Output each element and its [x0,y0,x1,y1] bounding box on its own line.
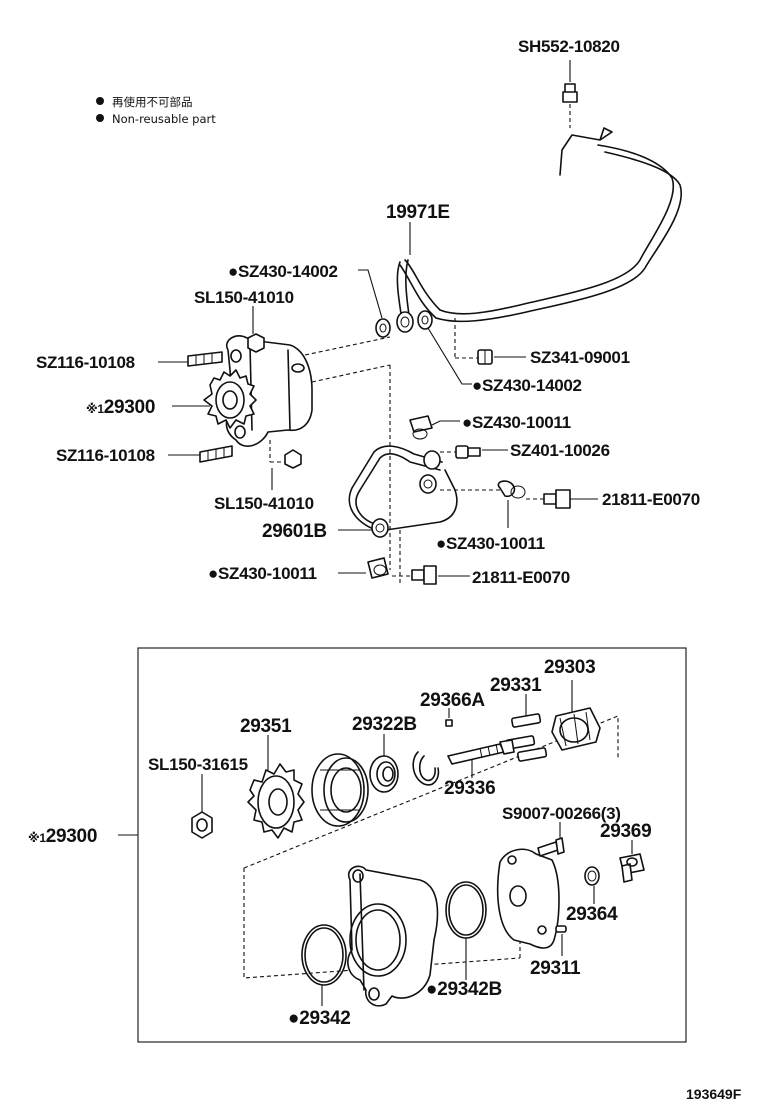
label-sz401-10026: SZ401-10026 [510,441,610,460]
nut-bottom-drawing [269,440,302,469]
label-sz116-10108-bottom: SZ116-10108 [56,446,155,465]
label-sz430-14002-left: ●SZ430-14002 [228,262,338,281]
gasket-pair-drawing [375,310,433,338]
label-29369: 29369 [600,821,651,842]
label-sz430-10011-top: ●SZ430-10011 [462,413,571,432]
label-19971e: 19971E [386,202,450,223]
stud-top-drawing [187,351,223,367]
leader-line [431,420,460,426]
label-sz341-09001: SZ341-09001 [530,348,630,367]
legend: 再使用不可部品 Non-reusable part [96,95,216,126]
pump-housing-drawing [347,865,439,1007]
pin-29366a-drawing [445,719,453,727]
label-sl150-31615: SL150-31615 [148,755,248,774]
gear-29351-drawing [247,763,305,839]
bearing-29322b-drawing [369,755,399,793]
cover-plate-drawing [496,848,560,949]
shaft-29336-drawing [447,739,515,765]
screw-s9007-drawing [537,837,565,857]
valve-29369-drawing [619,853,645,883]
label-29601b: 29601B [262,521,327,542]
label-sz116-10108-top: SZ116-10108 [36,353,135,372]
label-sh552-10820: SH552-10820 [518,37,620,56]
label-21811-e0070-bottom: 21811-E0070 [472,568,570,587]
pin-29311-drawing [555,925,567,933]
label-29342: ●29342 [288,1008,351,1029]
clip-gaskets-drawing [367,415,526,579]
label-29336: 29336 [444,778,495,799]
label-29322b: 29322B [352,714,417,735]
non-reusable-dot-icon [96,114,104,122]
hose-29601b-drawing [348,445,458,538]
bolt-21811-bottom-drawing [392,530,437,585]
coupling-drawing [311,753,369,827]
label-s9007-00266: S9007-00266(3) [502,804,621,823]
label-29300-top: ※129300 [86,397,155,418]
vanes-29331-drawing [505,713,548,762]
label-29342b: ●29342B [426,979,502,1000]
bolt-sh552-drawing [562,83,578,128]
oring-29342-drawing [301,924,347,986]
label-29300-assy: ※129300 [28,826,97,847]
legend-japanese: 再使用不可部品 [112,95,193,109]
label-sz430-10011-mid: ●SZ430-10011 [436,534,545,553]
nut-sl150-31615-drawing [191,811,213,839]
bolt-sz401-drawing [440,445,481,459]
bolt-21811-right-drawing [526,489,571,509]
non-reusable-dot-icon [96,97,104,105]
oring-29342b-drawing [445,881,487,939]
label-29366a: 29366A [420,690,485,711]
stud-bottom-drawing [199,445,233,463]
part-labels: SH552-10820 19971E ●SZ430-14002 SL150-41… [28,37,700,1029]
label-21811-e0070-right: 21811-E0070 [602,490,700,509]
figure-id: 193649F [686,1086,742,1102]
label-29311: 29311 [530,958,581,979]
washer-29364-drawing [584,866,600,886]
label-sz430-10011-left: ●SZ430-10011 [208,564,317,583]
label-29351: 29351 [240,716,292,737]
label-29364: 29364 [566,904,618,925]
snap-ring-drawing [412,751,440,786]
leader-line [358,269,383,319]
label-sl150-41010-top: SL150-41010 [194,288,294,307]
vacuum-pump-drawing [203,333,391,570]
label-sz430-14002-right: ●SZ430-14002 [472,376,582,395]
rotor-29303-drawing [551,707,601,751]
label-29303: 29303 [544,657,595,678]
legend-english: Non-reusable part [112,112,216,126]
label-29331: 29331 [490,675,542,696]
leader-line [427,327,472,385]
label-sl150-41010-bottom: SL150-41010 [214,494,314,513]
bolt-sz341-drawing [477,349,493,365]
pipe-19971e-drawing [396,127,683,359]
assembly-frame [137,647,687,1043]
